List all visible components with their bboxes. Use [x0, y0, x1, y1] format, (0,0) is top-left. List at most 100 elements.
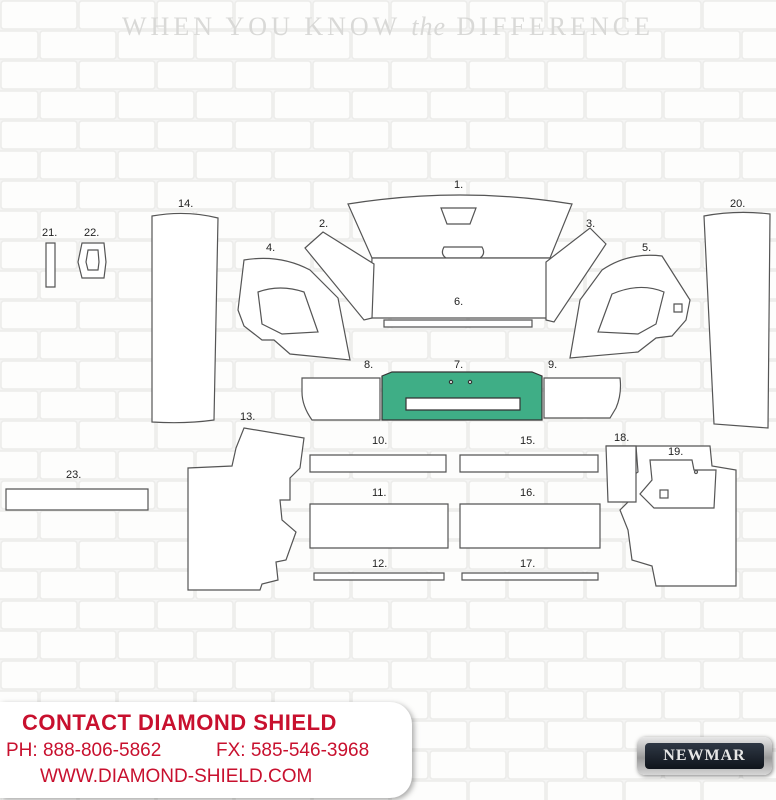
part-3-shape[interactable] [545, 227, 607, 323]
brick [117, 30, 195, 60]
brick [39, 450, 117, 480]
part-1-shape[interactable] [347, 194, 573, 259]
part-20-shape[interactable] [703, 211, 771, 429]
brick [312, 0, 390, 30]
brick [624, 360, 702, 390]
brick [468, 420, 546, 450]
brick [156, 180, 234, 210]
brick [663, 630, 741, 660]
brick [39, 150, 117, 180]
brick [117, 630, 195, 660]
part-18-upper-shape[interactable] [605, 445, 637, 503]
tagline: WHEN YOU KNOW the DIFFERENCE [0, 12, 776, 42]
brick [585, 90, 663, 120]
brick [585, 630, 663, 660]
brick [507, 150, 585, 180]
brick [234, 660, 312, 690]
brick [0, 270, 39, 300]
brick [39, 630, 117, 660]
brick [585, 150, 663, 180]
brick [468, 660, 546, 690]
part-9-shape[interactable] [543, 377, 622, 419]
part-7-hole-left [448, 379, 454, 385]
part-13-shape[interactable] [187, 427, 305, 591]
brick [0, 60, 78, 90]
brick [429, 30, 507, 60]
brick [39, 90, 117, 120]
brick [390, 120, 468, 150]
brick [429, 690, 507, 720]
part-15-shape[interactable] [459, 454, 599, 473]
brick [507, 90, 585, 120]
part-label-9: 9. [548, 359, 557, 371]
brick [546, 60, 624, 90]
brick [741, 510, 776, 540]
part-10-shape[interactable] [309, 454, 447, 473]
brick [351, 630, 429, 660]
brick [0, 420, 78, 450]
brick [0, 120, 78, 150]
brick [0, 570, 39, 600]
brick [195, 30, 273, 60]
brick [39, 30, 117, 60]
brick [39, 330, 117, 360]
brick [663, 30, 741, 60]
brick [39, 210, 117, 240]
brick [78, 0, 156, 30]
brick [390, 600, 468, 630]
tagline-start: WHEN YOU KNOW [122, 12, 401, 41]
contact-website[interactable]: WWW.DIAMOND-SHIELD.COM [40, 766, 313, 787]
brick [312, 120, 390, 150]
brick [702, 60, 776, 90]
part-11-shape[interactable] [309, 503, 449, 549]
contact-phone[interactable]: PH: 888-806-5862 [6, 740, 162, 761]
part-label-10: 10. [372, 435, 387, 447]
brick [312, 60, 390, 90]
part-14-shape[interactable] [151, 212, 219, 424]
brick [78, 600, 156, 630]
brick [390, 420, 468, 450]
brick [78, 60, 156, 90]
part-16-shape[interactable] [459, 503, 601, 549]
part-1-lower-shape[interactable] [369, 257, 553, 319]
brick [468, 120, 546, 150]
part-23-shape[interactable] [5, 488, 149, 511]
brick [546, 660, 624, 690]
part-label-3: 3. [586, 218, 595, 230]
part-12-shape[interactable] [313, 572, 445, 581]
part-label-5: 5. [642, 242, 651, 254]
brick [0, 330, 39, 360]
brick [741, 150, 776, 180]
brick [0, 30, 39, 60]
part-2-shape[interactable] [304, 231, 375, 321]
brick [0, 540, 78, 570]
part-label-2: 2. [319, 218, 328, 230]
part-7-shape[interactable] [381, 371, 543, 421]
part-label-4: 4. [266, 242, 275, 254]
part-19-tab [659, 489, 669, 499]
part-label-8: 8. [364, 359, 373, 371]
part-8-shape[interactable] [301, 377, 381, 421]
brick [312, 420, 390, 450]
brick [156, 660, 234, 690]
brick [741, 690, 776, 720]
brick [702, 180, 776, 210]
brick [741, 630, 776, 660]
brick [156, 600, 234, 630]
brick [741, 450, 776, 480]
part-7-hole-right [467, 379, 473, 385]
brick [546, 780, 624, 800]
part-17-shape[interactable] [461, 572, 599, 581]
part-6-shape[interactable] [383, 319, 533, 328]
brick [468, 0, 546, 30]
part-label-14: 14. [178, 198, 193, 210]
brick [0, 360, 78, 390]
part-label-11: 11. [372, 487, 386, 499]
tagline-end: DIFFERENCE [456, 12, 654, 41]
part-label-18: 18. [614, 432, 629, 444]
part-21-shape[interactable] [45, 242, 56, 288]
part-1-cutout-window [441, 246, 485, 259]
part-5-cutout [597, 286, 665, 335]
brick [468, 600, 546, 630]
